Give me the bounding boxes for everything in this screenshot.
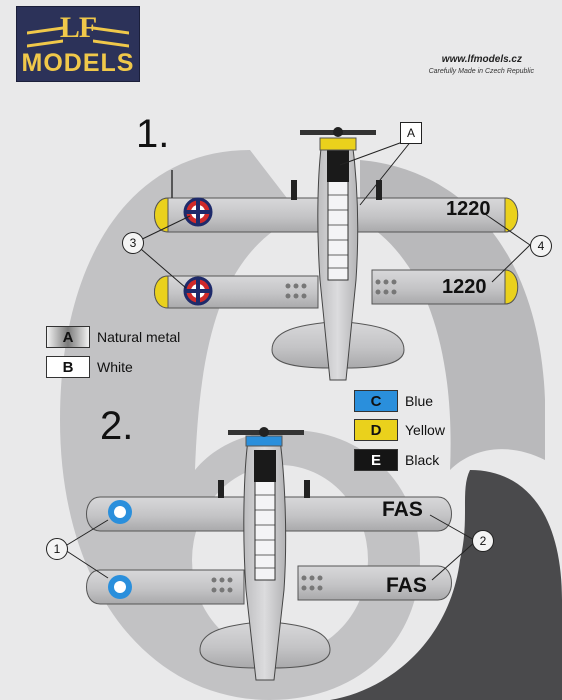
logo-brand: MODELS <box>21 49 135 77</box>
legend-label-a: Natural metal <box>97 329 181 345</box>
callout-1: 1 <box>46 538 68 560</box>
website-url: www.lfmodels.cz <box>441 54 522 65</box>
swatch-d: D <box>354 419 398 441</box>
callout-a: A <box>400 122 422 144</box>
lf-models-logo: LF MODELS <box>16 6 140 82</box>
legend-label-b: White <box>97 359 133 375</box>
plane1-lower-wing-left <box>154 275 319 309</box>
legend-yellow: D Yellow <box>354 419 445 441</box>
scheme-1-wing-code-lower: 1220 <box>442 276 487 298</box>
legend-natural-metal: A Natural metal <box>46 326 180 348</box>
swatch-b: B <box>46 356 90 378</box>
callout-4: 4 <box>530 235 552 257</box>
legend-label-c: Blue <box>405 393 434 409</box>
legend-label-d: Yellow <box>405 422 445 438</box>
plane2-anti-glare <box>254 450 276 482</box>
callout-3: 3 <box>122 232 144 254</box>
background-grey-arc <box>360 160 545 470</box>
legend-label-e: Black <box>405 452 440 468</box>
plane1-anti-glare <box>327 150 349 182</box>
scheme-1-number: 1. <box>136 112 170 156</box>
swatch-c: C <box>354 390 398 412</box>
plane2-lower-wing-right <box>297 565 452 601</box>
plane1-right-wingtip <box>504 197 519 233</box>
plane1-cowling <box>319 137 357 151</box>
legend-black: E Black <box>354 449 439 471</box>
logo-letters: LF <box>59 11 97 44</box>
legend-blue: C Blue <box>354 390 433 412</box>
tagline: Carefully Made in Czech Republic <box>428 68 534 75</box>
callout-leaders <box>61 139 531 581</box>
callout-2: 2 <box>472 530 494 552</box>
swatch-a: A <box>46 326 90 348</box>
background-dark-swash <box>330 470 562 700</box>
scheme-2-wing-code-upper: FAS <box>382 498 423 521</box>
plane1-left-wingtip <box>154 197 169 233</box>
scheme-2-number: 2. <box>100 404 134 448</box>
scheme-1-wing-code-upper: 1220 <box>446 198 491 220</box>
plane2-cowling <box>245 435 283 447</box>
swatch-e: E <box>354 449 398 471</box>
legend-white: B White <box>46 356 133 378</box>
scheme-2-wing-code-lower: FAS <box>386 574 427 597</box>
